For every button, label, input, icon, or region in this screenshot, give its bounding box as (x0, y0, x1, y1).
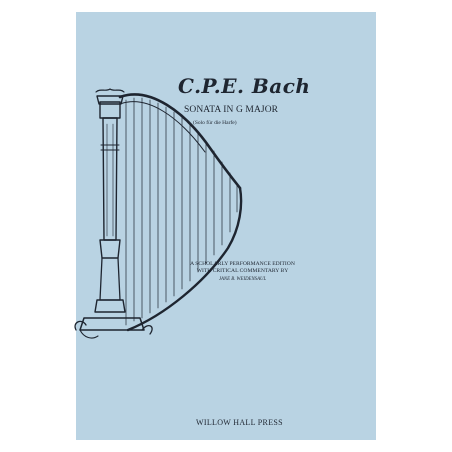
editor-name: JANE B. WEIDENSAUL (218, 276, 267, 282)
edition-line-1: A SCHOLARLY PERFORMANCE EDITION (190, 261, 295, 267)
publisher-name: WILLOW HALL PRESS (196, 418, 283, 427)
work-title: SONATA IN G MAJOR (184, 105, 279, 115)
work-subtitle: (Solo für die Harfe) (193, 120, 237, 126)
harp-soundboard (126, 186, 243, 332)
edition-line-2: WITH CRITICAL COMMENTARY BY (196, 268, 289, 275)
edition-note: A SCHOLARLY PERFORMANCE EDITION WITH CRI… (186, 261, 299, 283)
harp-neck (118, 93, 242, 190)
composer-name: C.P.E. Bach (178, 74, 311, 98)
harp-neck-inner (119, 101, 206, 153)
